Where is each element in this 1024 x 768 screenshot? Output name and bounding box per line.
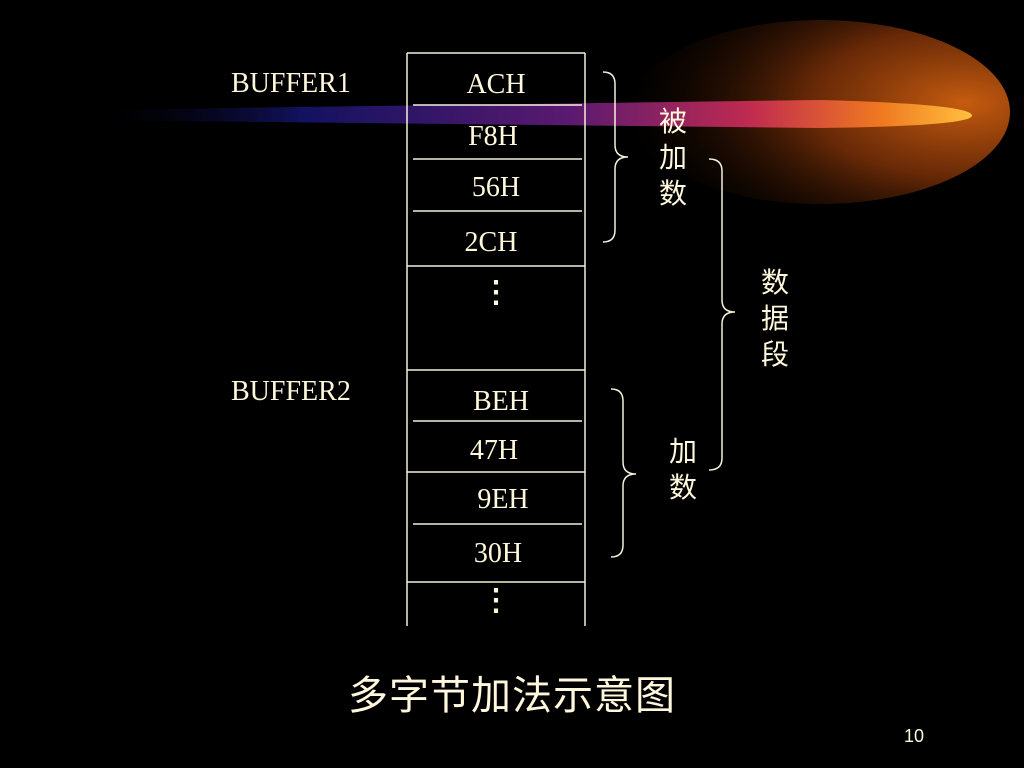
data-segment-brace [708,158,736,471]
memory-cell: BEH [473,386,529,417]
memory-cell: F8H [468,121,518,152]
page-number: 10 [904,726,925,746]
memory-cell: 30H [473,538,523,569]
memory-cell: 47H [469,435,519,466]
data-segment-label: 数据段 [760,266,789,371]
memory-cell: 2CH [464,227,518,258]
buffer2-label: BUFFER2 [231,376,351,407]
slide-caption: 多字节加法示意图 [348,673,676,719]
comet-tail [80,100,973,128]
memory-cell: ACH [466,69,526,100]
augend-label: 被加数 [658,105,687,210]
memory-cell: 9EH [477,484,529,515]
addend-label: 加数 [668,435,697,504]
buffer1-label: BUFFER1 [231,68,351,99]
memory-cell: 56H [471,172,521,203]
addend-brace [610,388,637,558]
ellipsis: ⋮ [481,584,511,617]
ellipsis: ⋮ [481,276,511,309]
augend-brace [602,71,629,243]
